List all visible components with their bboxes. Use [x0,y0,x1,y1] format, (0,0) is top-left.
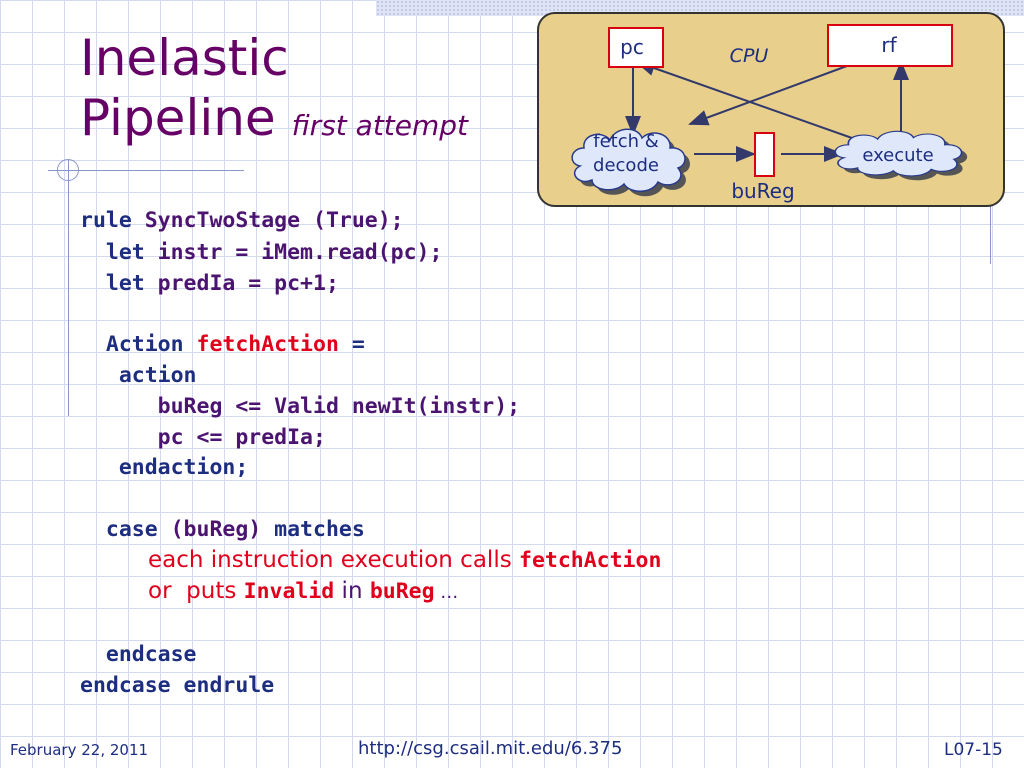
footer-page-number: L07-15 [944,740,1003,760]
code-text: instr = iMem.read(pc); [157,240,443,265]
footer-url: http://csg.csail.mit.edu/6.375 [358,738,623,759]
code-keyword: matches [274,517,365,542]
code-keyword: let [80,271,158,296]
code-text: = [338,332,365,357]
cpu-label: CPU [730,45,769,67]
code-highlight: fetchAction [196,332,339,357]
rf-to-fetch-arrow [688,62,856,126]
rf-register-box [827,24,953,67]
code-line: endaction; [80,455,249,480]
fetch-label-line1: fetch & [593,131,659,152]
fetch-label-line2: decode [593,155,659,176]
pc-label: pc [620,35,644,59]
note-text: in [334,578,370,604]
code-line: pc <= predIa; [80,425,326,450]
decorative-circle [57,159,79,181]
execute-label: execute [862,145,933,166]
note-ellipsis: … [434,582,459,603]
code-line: endcase endrule [80,673,275,698]
bureg-register-box [754,132,775,177]
slide-title: Inelastic Pipeline first attempt [80,28,468,156]
code-keyword: let [80,240,158,265]
bureg-label: buReg [731,179,794,203]
code-text: predIa = pc+1; [157,271,339,296]
note-text: or puts [148,578,244,604]
pc-register-box [608,27,664,68]
code-line: buReg <= Valid newIt(instr); [80,394,521,419]
code-keyword: Action [80,332,197,357]
code-keyword: case [80,517,171,542]
title-line-1: Inelastic [80,29,289,87]
title-line-2: Pipeline [80,89,276,147]
note-code: buReg [369,579,435,604]
title-underline [48,170,244,171]
note-code: Invalid [243,579,335,604]
code-text: SyncTwoStage (True); [144,208,404,233]
code-line: action [80,363,197,388]
note-code: fetchAction [519,548,662,573]
code-text: (buReg) [170,517,275,542]
code-keyword: rule [80,208,145,233]
note-text: each instruction execution calls [148,547,519,573]
execute-to-pc-arrow [635,60,853,139]
footer-date: February 22, 2011 [10,741,149,759]
code-line: endcase [80,642,197,667]
title-subtitle: first attempt [291,109,469,142]
rf-label: rf [881,33,897,57]
left-decorative-line [68,160,69,416]
